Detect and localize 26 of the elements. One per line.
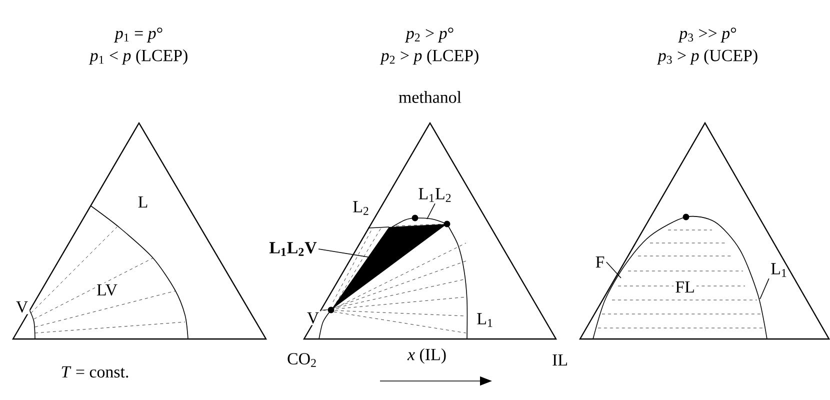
phase-label: L$_{1}$ xyxy=(771,263,786,277)
text-label: IL xyxy=(550,352,570,368)
text-label: p$_{3}$ > p (UCEP) xyxy=(656,48,760,66)
text-label: L$_{2}$ xyxy=(351,200,371,216)
text-label: V xyxy=(14,300,30,314)
text-label: FL xyxy=(674,280,696,294)
text-label: methanol xyxy=(397,90,464,104)
text-label: x (IL) xyxy=(406,346,448,366)
text-label: LV xyxy=(95,282,119,298)
text-label: V xyxy=(305,310,321,326)
leader-line xyxy=(606,262,622,278)
text-label: p$_{1}$ < p (LCEP) xyxy=(88,48,190,66)
leader-line xyxy=(760,278,770,300)
phase-label: F xyxy=(596,256,604,268)
text-label: CO$_{2}$ xyxy=(286,352,318,368)
phase-label: L$_{1}$L$_{2}$V xyxy=(269,242,317,256)
text-label: T = const. xyxy=(59,364,131,380)
leader-line xyxy=(426,203,436,220)
leader-line xyxy=(318,248,368,258)
phase-label: L$_{1}$L$_{2}$ xyxy=(418,188,451,202)
text-label: p$_{3}$ >> p° xyxy=(678,26,738,44)
text-label: p$_{2}$ > p° xyxy=(404,26,456,44)
text-label: p$_{1}$ = p° xyxy=(113,26,165,44)
text-label: p$_{2}$ > p (LCEP) xyxy=(379,48,481,66)
text-label: L xyxy=(136,194,150,210)
text-label: L$_{1}$ xyxy=(475,312,495,328)
